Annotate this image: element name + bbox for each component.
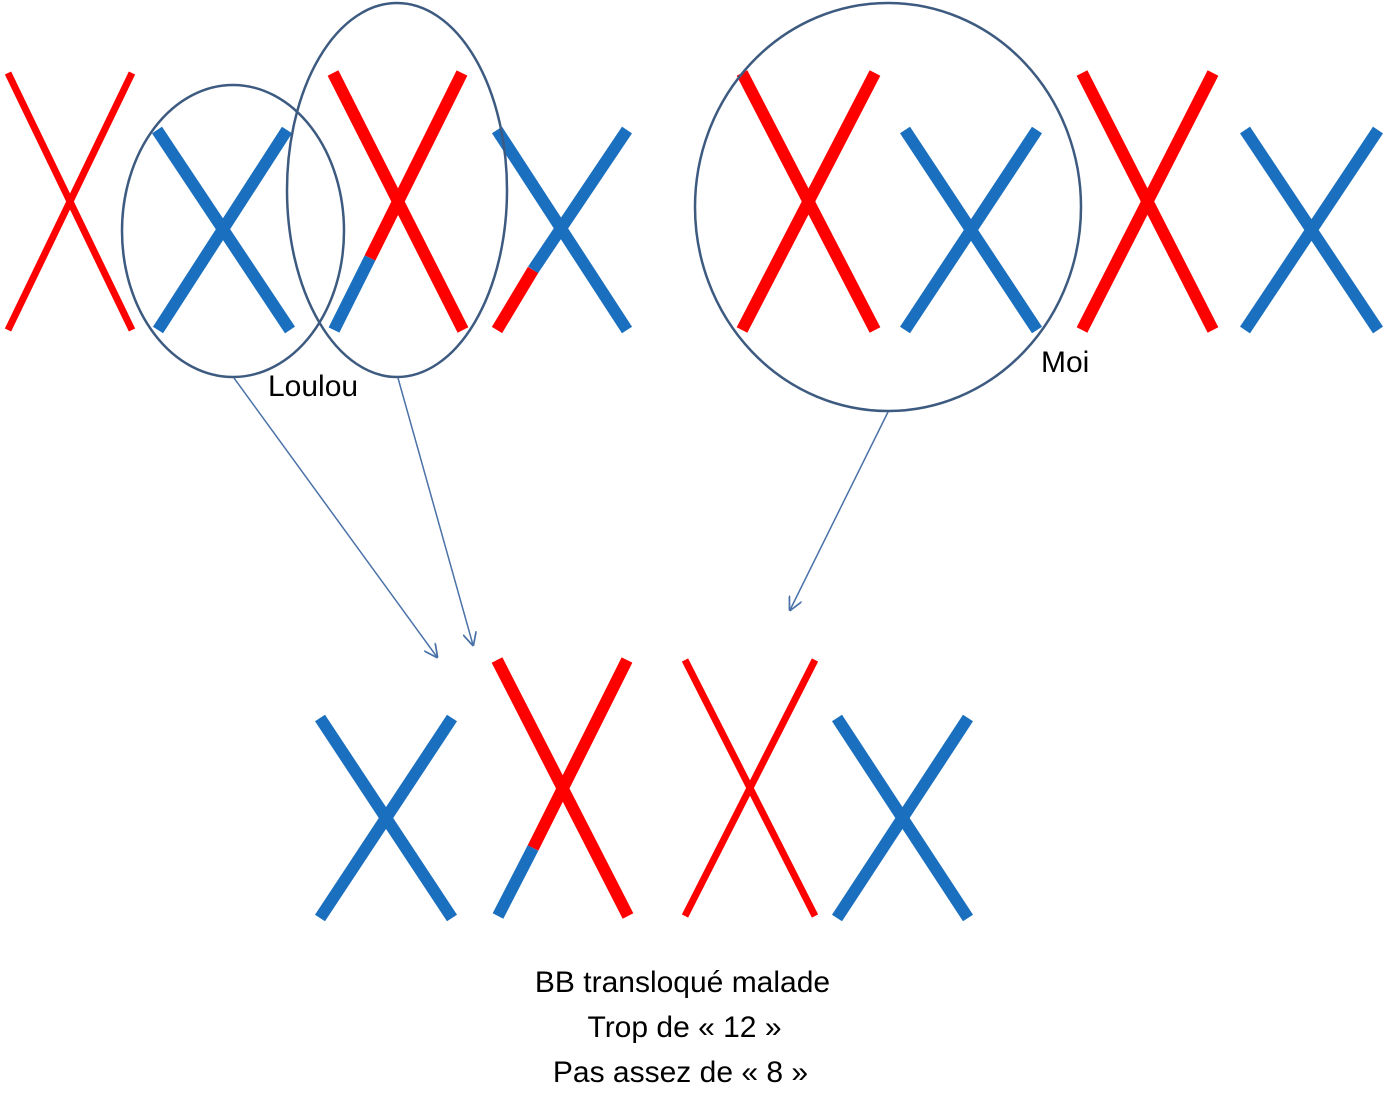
chromosome-translocated-blue [491, 126, 633, 334]
baby-chromosome-blue-1 [314, 714, 458, 922]
chromosome-red-2 [736, 70, 881, 333]
arrow-loulou-right [397, 377, 473, 645]
arrow-loulou-left [233, 377, 437, 657]
baby-chromosome-translocated [491, 657, 634, 919]
moi-label: Moi [1041, 346, 1090, 379]
caption-line-1: BB transloqué malade [534, 966, 831, 999]
baby-chromosome-red [681, 658, 819, 918]
baby-chromosome-blue-2 [831, 714, 974, 922]
chromosome-red-1 [4, 71, 136, 332]
moi-circle [693, 1, 1083, 413]
caption-line-2: Trop de « 12 » [587, 1011, 782, 1044]
loulou-circle-left [120, 83, 346, 379]
chromosome-blue-2 [899, 126, 1043, 334]
caption-line-3: Pas assez de « 8 » [552, 1056, 809, 1089]
chromosome-translocated-red [327, 70, 469, 333]
chromosome-blue-1 [152, 126, 295, 334]
loulou-label: Loulou [268, 370, 359, 403]
arrow-moi [790, 411, 889, 610]
loulou-circle-right [285, 1, 509, 379]
chromosome-red-3 [1076, 70, 1219, 333]
chromosome-blue-3 [1240, 126, 1383, 334]
